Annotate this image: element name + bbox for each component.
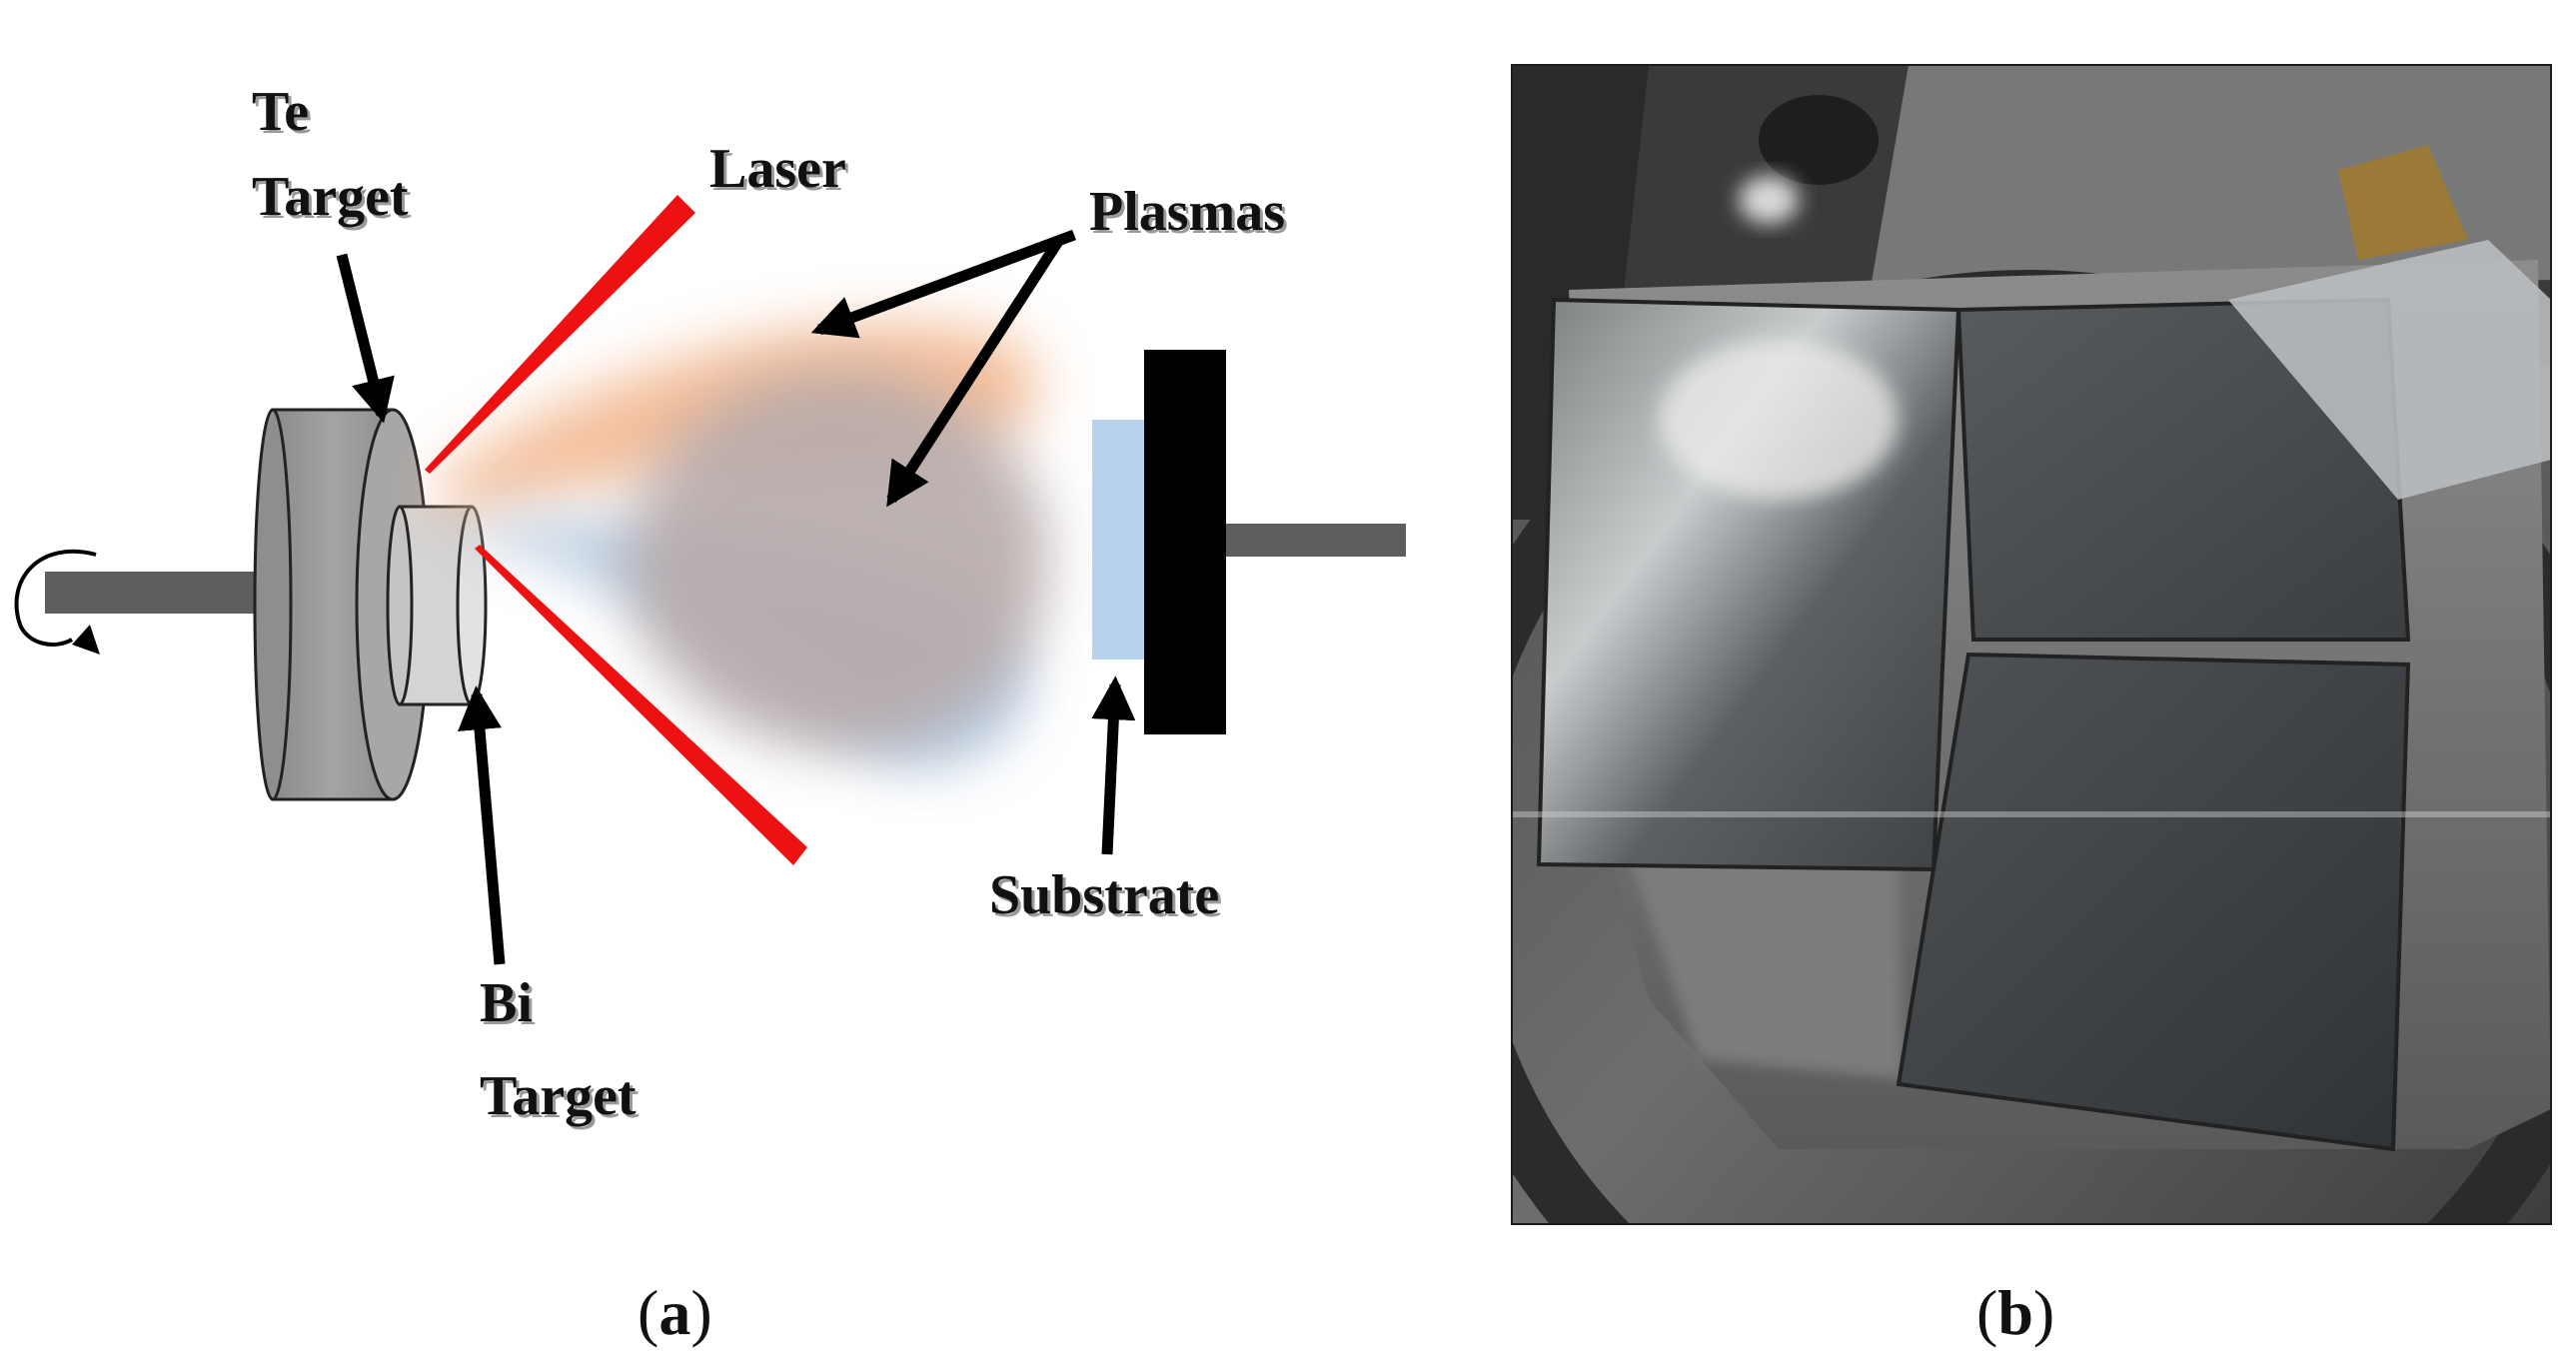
svg-text:Te: Te (255, 84, 312, 146)
bi-target (386, 505, 488, 706)
label-bi-target: Target (480, 1065, 637, 1127)
arrow-te-target (336, 253, 395, 424)
substrate-holder (1144, 350, 1226, 734)
arrow-bi-target (458, 685, 506, 965)
svg-text:Target: Target (255, 169, 412, 231)
arrow-substrate (1091, 676, 1136, 855)
svg-text:Plasmas: Plasmas (1092, 184, 1288, 246)
panel-b-photo (1512, 65, 2551, 1224)
substrate (1092, 420, 1144, 660)
caption-b: (b) (1976, 1277, 2054, 1348)
svg-text:Substrate: Substrate (992, 867, 1222, 929)
holder-rod (1226, 524, 1406, 557)
svg-text:Laser: Laser (712, 141, 849, 203)
caption-a: (a) (638, 1277, 712, 1348)
laser-beam-lower (475, 545, 807, 865)
photo-frame (1511, 64, 2552, 1225)
pointer-arrows (336, 229, 1136, 965)
plasma-plumes (440, 323, 1049, 767)
label-plasmas: Plasmas (1089, 181, 1285, 243)
rotation-rod (45, 572, 275, 614)
arrow-plasma-orange (810, 229, 1076, 339)
laser-beam-upper (425, 195, 695, 474)
svg-text:Bi: Bi (483, 975, 536, 1037)
plasma-core (630, 370, 1049, 749)
label-laser: Laser (709, 138, 846, 200)
diagram-labels: Te Te Target Target Laser Laser Plasmas … (252, 81, 1288, 1130)
panel-a: Te Te Target Target Laser Laser Plasmas … (14, 81, 1406, 1348)
rotation-arrow-icon (14, 549, 100, 655)
film-sample-bottom-right (1896, 652, 2411, 1152)
label-te-target: Target (252, 166, 409, 228)
laser-beams (425, 195, 807, 865)
label-bi: Bi (480, 972, 533, 1034)
svg-text:Target: Target (483, 1068, 640, 1130)
label-substrate: Substrate (989, 864, 1219, 926)
label-te: Te (252, 81, 309, 143)
arrow-plasma-core (886, 237, 1064, 508)
